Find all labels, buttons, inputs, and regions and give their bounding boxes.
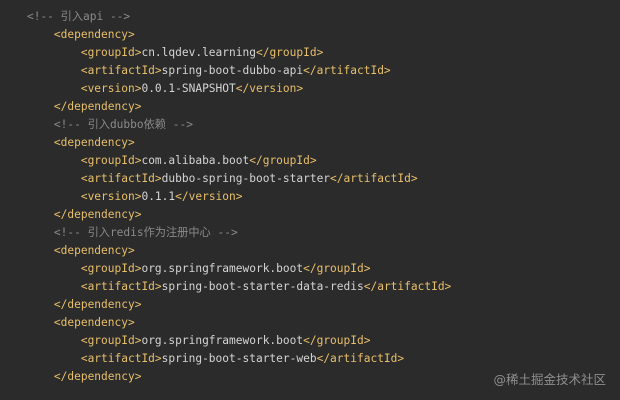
code-comment: <!-- 引入api --> (26, 10, 131, 23)
xml-value: org.springframework.boot (141, 334, 304, 347)
code-line: <groupId>com.alibaba.boot</groupId> (0, 152, 620, 170)
code-block: <!-- 引入api --> <dependency> <groupId>cn.… (0, 8, 620, 386)
xml-close-tag: </groupId> (303, 334, 371, 347)
xml-value: spring-boot-starter-web (161, 352, 317, 365)
xml-open-tag: <artifactId> (80, 352, 162, 365)
code-line: <dependency> (0, 134, 620, 152)
code-comment: <!-- 引入redis作为注册中心 --> (53, 226, 238, 239)
code-line: <!-- 引入dubbo依赖 --> (0, 116, 620, 134)
xml-tag: </dependency> (53, 298, 142, 311)
code-line: </dependency> (0, 296, 620, 314)
code-line: </dependency> (0, 368, 620, 386)
xml-open-tag: <groupId> (80, 46, 142, 59)
xml-open-tag: <groupId> (80, 154, 142, 167)
xml-tag: </dependency> (53, 208, 142, 221)
xml-open-tag: <version> (80, 82, 142, 95)
xml-open-tag: <version> (80, 190, 142, 203)
code-line: <dependency> (0, 26, 620, 44)
xml-open-tag: <groupId> (80, 262, 142, 275)
code-line: <dependency> (0, 314, 620, 332)
xml-close-tag: </groupId> (255, 46, 324, 59)
code-line: <version>0.0.1-SNAPSHOT</version> (0, 80, 620, 98)
xml-open-tag: <artifactId> (80, 172, 162, 185)
xml-close-tag: </groupId> (249, 154, 317, 167)
xml-tag: <dependency> (53, 136, 135, 149)
xml-value: cn.lqdev.learning (141, 46, 256, 59)
code-line: <version>0.1.1</version> (0, 188, 620, 206)
xml-tag: </dependency> (53, 370, 142, 383)
xml-value: com.alibaba.boot (141, 154, 250, 167)
xml-value: org.springframework.boot (141, 262, 304, 275)
xml-tag: </dependency> (53, 100, 142, 113)
code-line: <dependency> (0, 242, 620, 260)
xml-open-tag: <artifactId> (80, 280, 162, 293)
xml-open-tag: <artifactId> (80, 64, 162, 77)
xml-tag: <dependency> (53, 244, 135, 257)
code-line: <!-- 引入api --> (0, 8, 620, 26)
xml-close-tag: </groupId> (303, 262, 371, 275)
xml-close-tag: </version> (235, 82, 304, 95)
code-line: </dependency> (0, 206, 620, 224)
xml-tag: <dependency> (53, 28, 135, 41)
xml-value: spring-boot-starter-data-redis (161, 280, 364, 293)
xml-close-tag: </artifactId> (363, 280, 452, 293)
xml-close-tag: </artifactId> (316, 352, 405, 365)
xml-value: 0.0.1-SNAPSHOT (141, 82, 236, 95)
code-line: <artifactId>spring-boot-starter-web</art… (0, 350, 620, 368)
xml-close-tag: </version> (175, 190, 243, 203)
code-line: <groupId>cn.lqdev.learning</groupId> (0, 44, 620, 62)
code-line: <groupId>org.springframework.boot</group… (0, 332, 620, 350)
code-line: <artifactId>spring-boot-starter-data-red… (0, 278, 620, 296)
code-line: <artifactId>dubbo-spring-boot-starter</a… (0, 170, 620, 188)
xml-close-tag: </artifactId> (330, 172, 418, 185)
code-comment: <!-- 引入dubbo依赖 --> (53, 118, 193, 131)
xml-open-tag: <groupId> (80, 334, 142, 347)
xml-value: dubbo-spring-boot-starter (161, 172, 331, 185)
xml-value: spring-boot-dubbo-api (161, 64, 304, 77)
xml-close-tag: </artifactId> (303, 64, 391, 77)
code-line: </dependency> (0, 98, 620, 116)
code-line: <!-- 引入redis作为注册中心 --> (0, 224, 620, 242)
code-line: <artifactId>spring-boot-dubbo-api</artif… (0, 62, 620, 80)
xml-tag: <dependency> (53, 316, 135, 329)
watermark: @稀土掘金技术社区 (493, 372, 606, 387)
code-line: <groupId>org.springframework.boot</group… (0, 260, 620, 278)
xml-value: 0.1.1 (141, 190, 176, 203)
